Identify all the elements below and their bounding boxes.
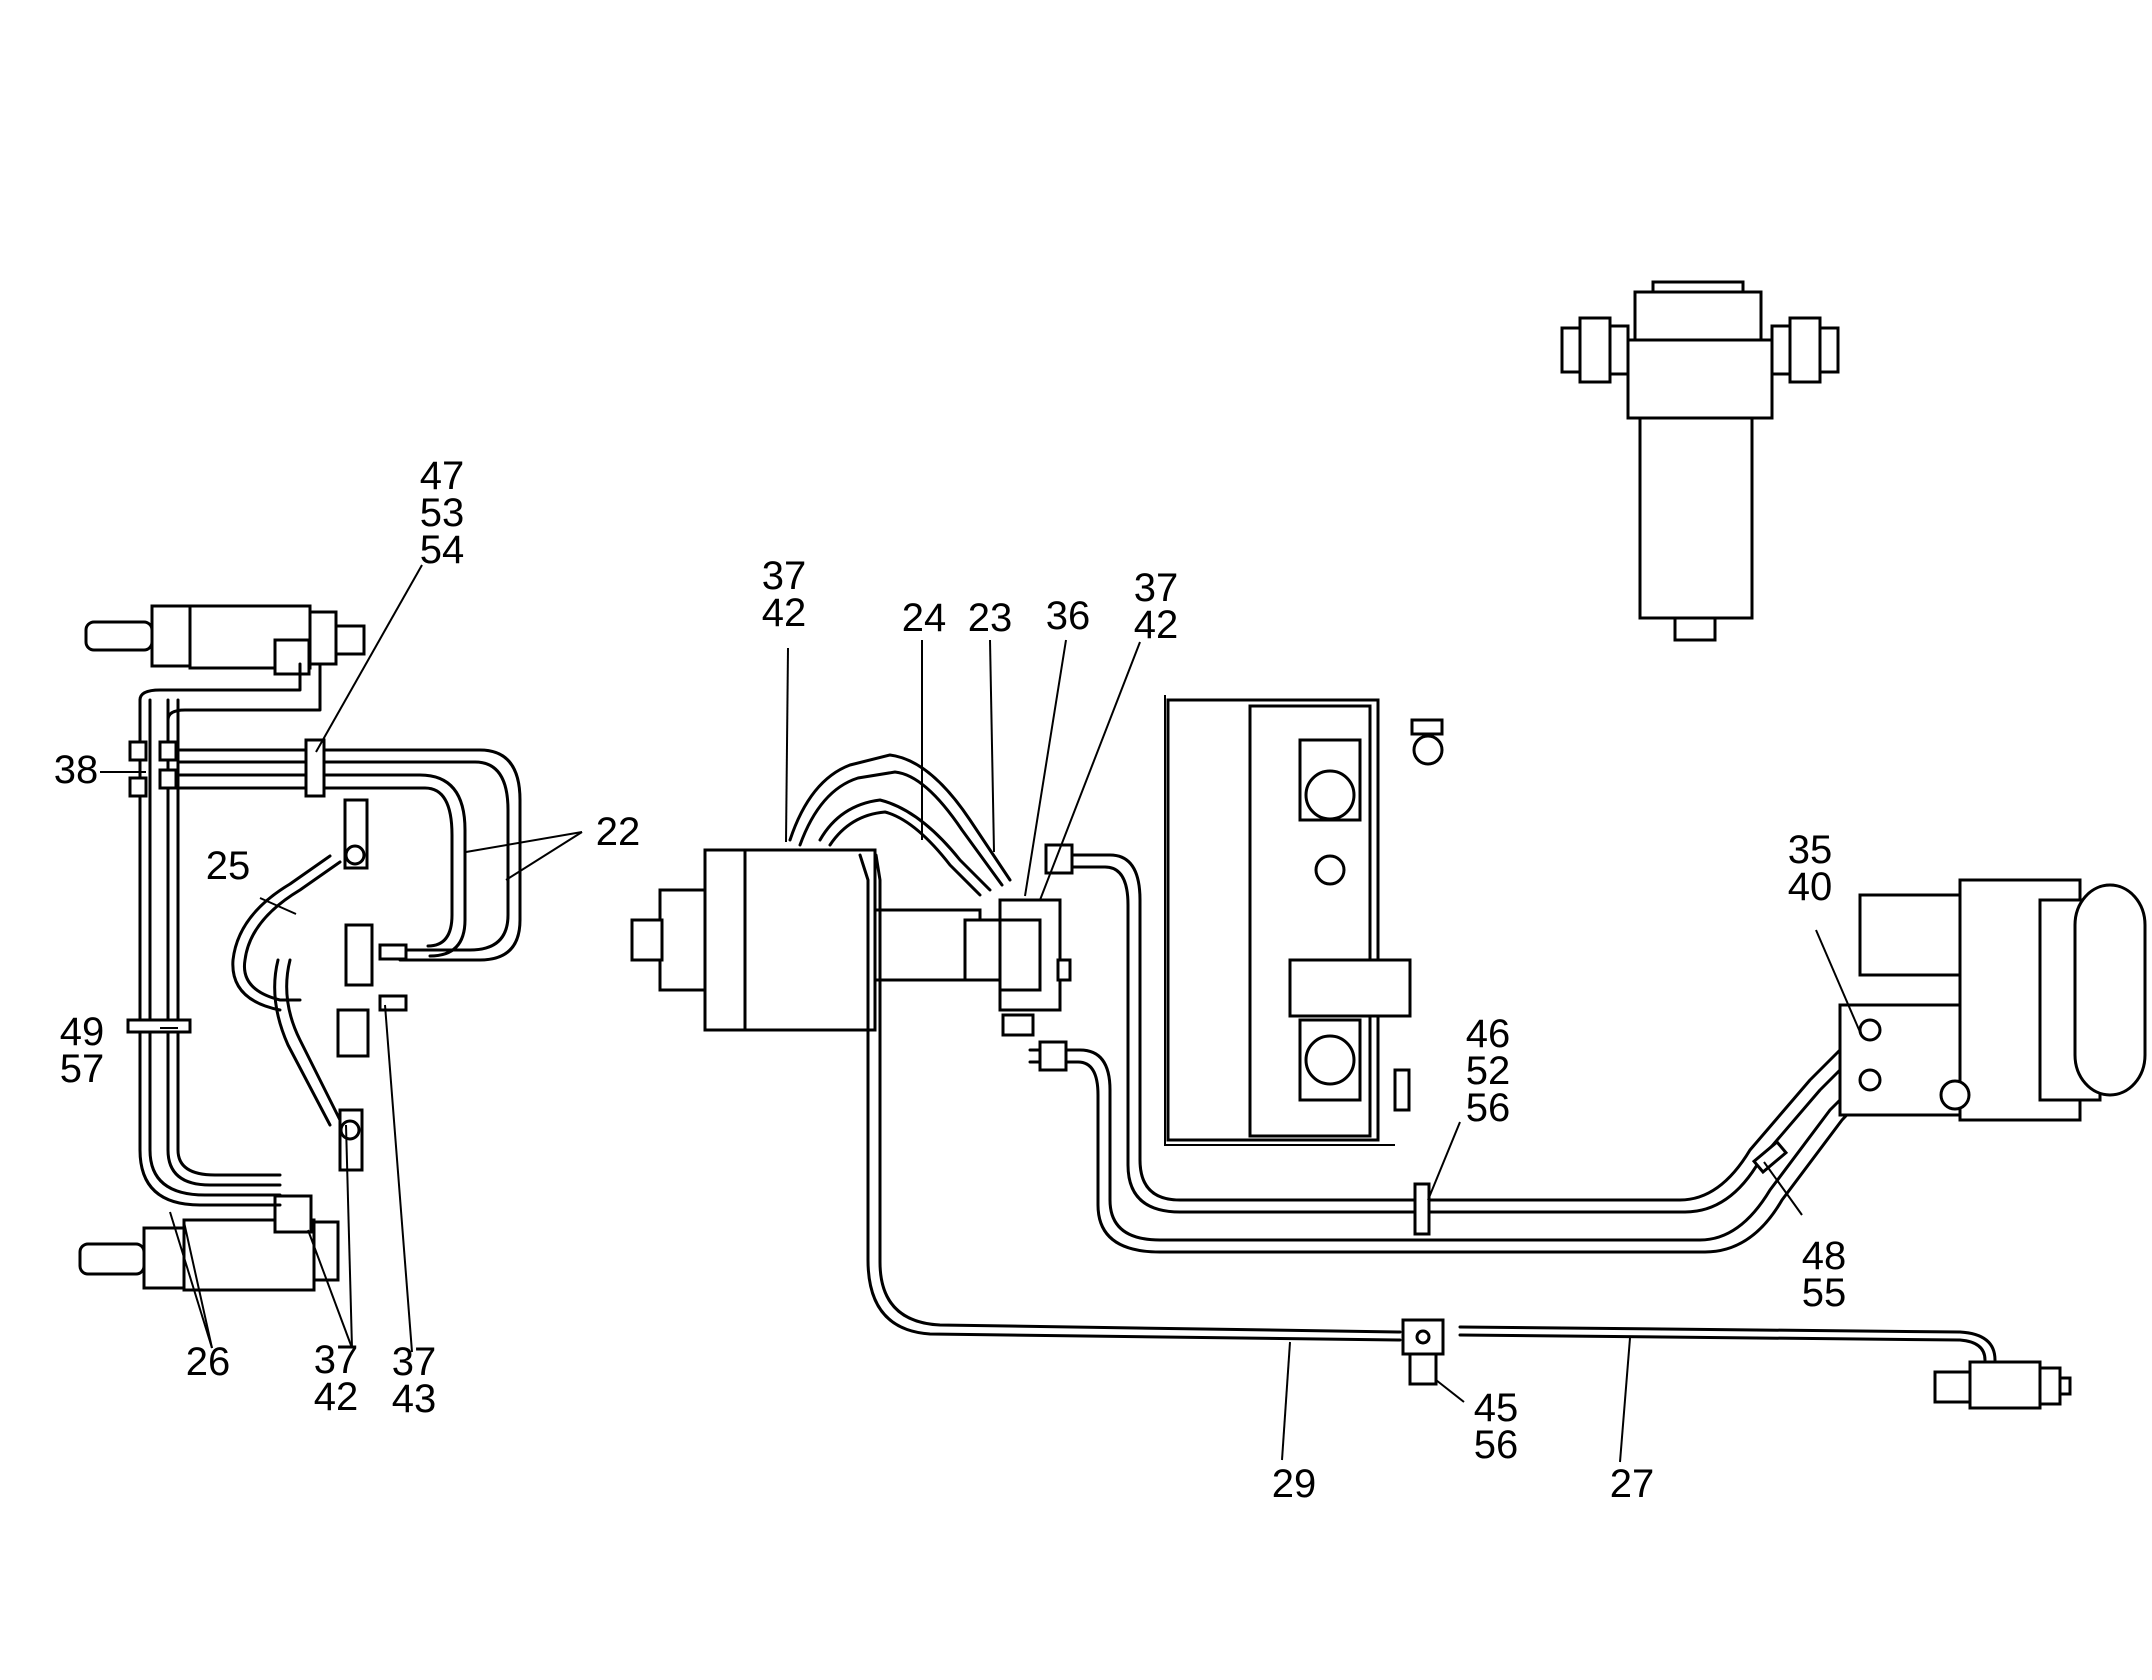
callout-35-40: 35 40 bbox=[1787, 828, 1833, 909]
center-hoses bbox=[788, 753, 1997, 1362]
left-cylinder-bottom bbox=[78, 1194, 340, 1292]
leader-lines bbox=[100, 564, 1861, 1463]
callout-37-43: 37 43 bbox=[391, 1340, 437, 1421]
callout-37-42-left: 37 42 bbox=[313, 1338, 359, 1419]
callout-45-56: 45 56 bbox=[1473, 1386, 1519, 1467]
left-cylinder-top bbox=[84, 604, 366, 676]
callout-26: 26 bbox=[185, 1340, 231, 1384]
left-hoses bbox=[138, 662, 522, 1207]
callout-46-52-56: 46 52 56 bbox=[1465, 1012, 1511, 1130]
callout-29: 29 bbox=[1271, 1462, 1317, 1506]
center-fittings bbox=[1001, 843, 1789, 1386]
filter-assembly bbox=[1560, 280, 1840, 642]
callout-37-42-top-a: 37 42 bbox=[761, 554, 807, 635]
callout-36: 36 bbox=[1045, 594, 1091, 638]
callout-48-55: 48 55 bbox=[1801, 1234, 1847, 1315]
center-pump-assembly bbox=[630, 848, 1072, 1032]
callout-47-53-54: 47 53 54 bbox=[419, 454, 465, 572]
callout-23: 23 bbox=[967, 596, 1013, 640]
callout-22: 22 bbox=[595, 810, 641, 854]
left-brackets-fittings bbox=[126, 738, 408, 1172]
callout-27: 27 bbox=[1609, 1462, 1655, 1506]
callout-24: 24 bbox=[901, 596, 947, 640]
tank-panel bbox=[1164, 695, 1444, 1146]
right-pump-assembly bbox=[1838, 878, 2147, 1122]
callout-25: 25 bbox=[205, 844, 251, 888]
callout-37-42-top-b: 37 42 bbox=[1133, 566, 1179, 647]
bottom-right-cylinder bbox=[1933, 1360, 2072, 1410]
callout-38: 38 bbox=[53, 748, 99, 792]
callout-49-57: 49 57 bbox=[59, 1010, 105, 1091]
